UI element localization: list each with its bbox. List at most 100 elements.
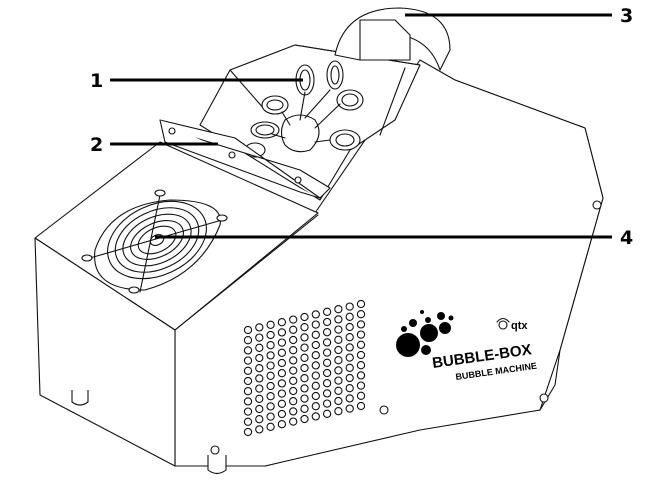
- vent-hole: [356, 330, 366, 339]
- vent-hole: [311, 402, 320, 411]
- vent-hole: [334, 376, 343, 385]
- vent-hole: [311, 330, 320, 339]
- vent-hole: [243, 376, 253, 386]
- vent-hole: [277, 358, 287, 368]
- brand-logo-text: qtx: [511, 320, 528, 332]
- vent-hole: [277, 318, 287, 327]
- callout-number-1: 1: [90, 70, 103, 92]
- vent-hole: [243, 397, 253, 406]
- vent-hole: [289, 366, 298, 375]
- vent-hole: [266, 392, 275, 401]
- vent-hole: [277, 369, 287, 378]
- vent-hole: [356, 371, 366, 380]
- vent-hole: [300, 414, 309, 424]
- vent-hole: [266, 330, 275, 340]
- vent-hole: [322, 348, 332, 357]
- vent-hole: [311, 391, 320, 401]
- carry-handle: [334, 7, 451, 71]
- vent-hole: [311, 412, 320, 421]
- vent-hole: [345, 353, 354, 362]
- vent-hole: [311, 361, 320, 370]
- vent-hole: [356, 299, 366, 309]
- bubble-logo-icon: [396, 310, 454, 357]
- vent-hole: [322, 317, 332, 327]
- callout-4: 4: [155, 227, 633, 249]
- vent-hole: [334, 356, 343, 365]
- vent-hole: [277, 348, 287, 357]
- vent-hole: [345, 384, 354, 393]
- vent-hole: [300, 404, 309, 413]
- vent-hole: [311, 340, 320, 350]
- vent-hole: [356, 350, 366, 360]
- vent-hole: [243, 417, 253, 426]
- vent-hole: [266, 341, 275, 350]
- vent-hole: [356, 310, 366, 319]
- vent-hole: [356, 391, 366, 400]
- vent-hole: [300, 353, 309, 362]
- vent-hole: [334, 345, 343, 355]
- qtx-logo-icon: [496, 317, 510, 330]
- vent-hole: [277, 379, 287, 388]
- vent-hole: [311, 371, 320, 380]
- vent-hole: [322, 328, 332, 337]
- vent-hole: [266, 381, 275, 391]
- vent-hole: [300, 312, 309, 322]
- vent-hole: [334, 305, 343, 314]
- vent-hole: [289, 417, 298, 426]
- vent-hole: [266, 361, 275, 370]
- vent-hole: [334, 366, 343, 375]
- vent-hole: [255, 394, 264, 403]
- vent-hole: [243, 356, 253, 365]
- vent-hole: [289, 386, 298, 396]
- vent-hole: [345, 394, 354, 403]
- vent-hole: [345, 373, 354, 383]
- vent-hole: [255, 415, 264, 424]
- vent-hole: [255, 404, 264, 414]
- callout-number-3: 3: [620, 5, 633, 27]
- vent-hole: [322, 358, 332, 367]
- vent-hole: [289, 407, 298, 416]
- vent-hole: [277, 338, 287, 347]
- callout-2: 2: [90, 134, 218, 156]
- vent-hole: [334, 407, 343, 416]
- vent-hole: [322, 307, 332, 316]
- fluid-tray: [159, 119, 331, 199]
- vent-hole: [322, 379, 332, 388]
- vent-hole: [356, 340, 366, 349]
- vent-hole: [243, 427, 253, 437]
- vent-hole: [334, 315, 343, 324]
- vent-hole: [289, 376, 298, 385]
- vent-hole: [255, 384, 264, 393]
- vent-hole: [266, 320, 275, 329]
- vent-hole: [266, 371, 275, 380]
- vent-hole: [345, 343, 354, 352]
- vent-hole: [243, 407, 253, 416]
- vent-hole: [311, 351, 320, 360]
- vent-hole: [243, 325, 253, 335]
- vent-hole: [255, 374, 264, 383]
- vent-hole: [277, 399, 287, 408]
- vent-hole: [334, 335, 343, 344]
- vent-hole: [277, 389, 287, 398]
- vent-hole: [300, 343, 309, 352]
- vent-hole: [322, 399, 332, 408]
- vent-hole: [322, 389, 332, 398]
- vent-hole: [334, 325, 343, 334]
- fan: [81, 189, 228, 294]
- vent-hole: [334, 386, 343, 395]
- vent-hole: [277, 420, 287, 429]
- vent-hole: [356, 361, 366, 370]
- vent-hole: [311, 310, 320, 319]
- vent-hole: [289, 397, 298, 406]
- vent-hole: [300, 333, 309, 342]
- vent-hole: [356, 381, 366, 390]
- vent-hole: [255, 343, 264, 352]
- vent-hole: [277, 328, 287, 337]
- vent-hole: [255, 425, 264, 434]
- vent-hole: [322, 338, 332, 347]
- vent-hole: [345, 404, 354, 413]
- vent-hole: [255, 364, 264, 373]
- vent-hole: [266, 412, 275, 421]
- vent-hole: [322, 368, 332, 378]
